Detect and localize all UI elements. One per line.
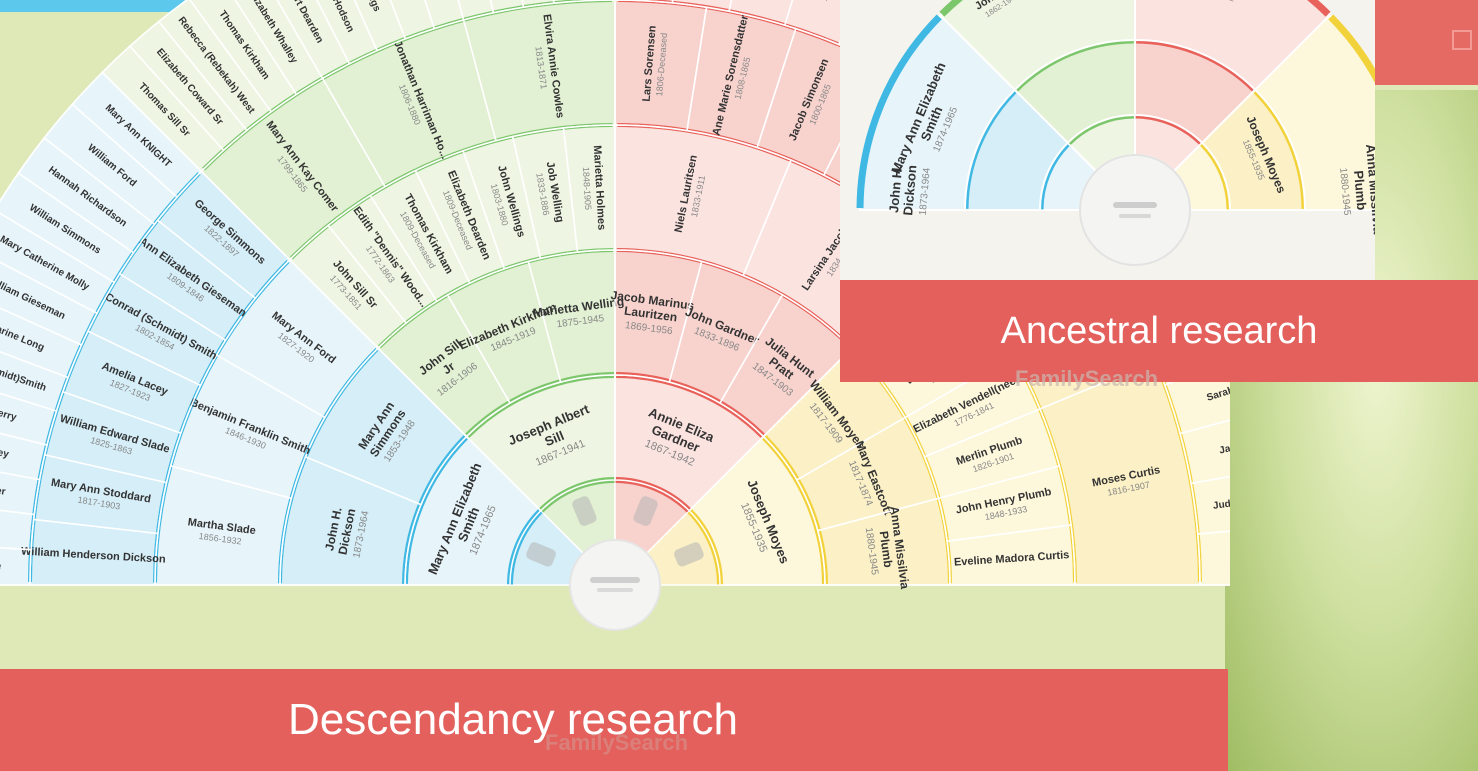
person-name: Marietta Holmes (591, 145, 608, 231)
person-name: John H. (886, 165, 905, 214)
inset-center-circle (1079, 154, 1191, 266)
person-name: Barnard Lacey (0, 435, 10, 460)
person-dates: 1806-Deceased (654, 32, 669, 96)
person-name: Dickson (900, 164, 919, 216)
person-name: Plumb (1351, 170, 1369, 211)
inset-blue-ring-border (856, 14, 942, 209)
corner-red-block (1368, 0, 1478, 85)
sector-divider (583, 0, 616, 2)
familysearch-watermark: FamilySearch (1015, 366, 1159, 391)
center-person-blurred-dates (597, 588, 633, 592)
person-name: Plumb (877, 530, 896, 568)
descendancy-research-banner: Descendancy research (0, 669, 1228, 771)
inset-green-ring-background (939, 0, 1136, 92)
person-name: Samantha Hodge (0, 559, 2, 572)
person-label: Barnard Lacey (0, 435, 10, 460)
inset-center-blurred-dates (1119, 214, 1151, 218)
familysearch-watermark-bottom: FamilySearch (545, 730, 689, 755)
sector-divider (1196, 530, 1230, 586)
blurred-person-label (572, 496, 597, 526)
person-name: Susannah Miller (0, 475, 6, 497)
blurred-person-label (674, 542, 704, 567)
person-name: Anna Missilvia (1363, 143, 1375, 235)
center-person-blurred-name (590, 577, 640, 583)
blurred-person-label (633, 496, 658, 526)
person-name: Lars Sorensen (641, 25, 659, 102)
inset-center-blurred-name (1113, 202, 1157, 208)
person-name: Lauritzen (623, 304, 678, 325)
blurred-person-label (526, 542, 556, 567)
person-dates: 1848-1905 (581, 167, 593, 211)
person-name: Sill (542, 428, 566, 449)
familysearch-logo-icon (1452, 30, 1472, 50)
person-dates: 1873-1964 (918, 167, 933, 216)
person-dates: 1880-1945 (1337, 167, 1352, 216)
center-person-circle (569, 539, 661, 631)
inset-yellow-ring-border (1328, 14, 1375, 84)
ancestral-research-banner: Ancestral research (840, 280, 1478, 382)
person-label: Samantha Hodge (0, 559, 2, 572)
person-label: Susannah Miller (0, 475, 6, 497)
